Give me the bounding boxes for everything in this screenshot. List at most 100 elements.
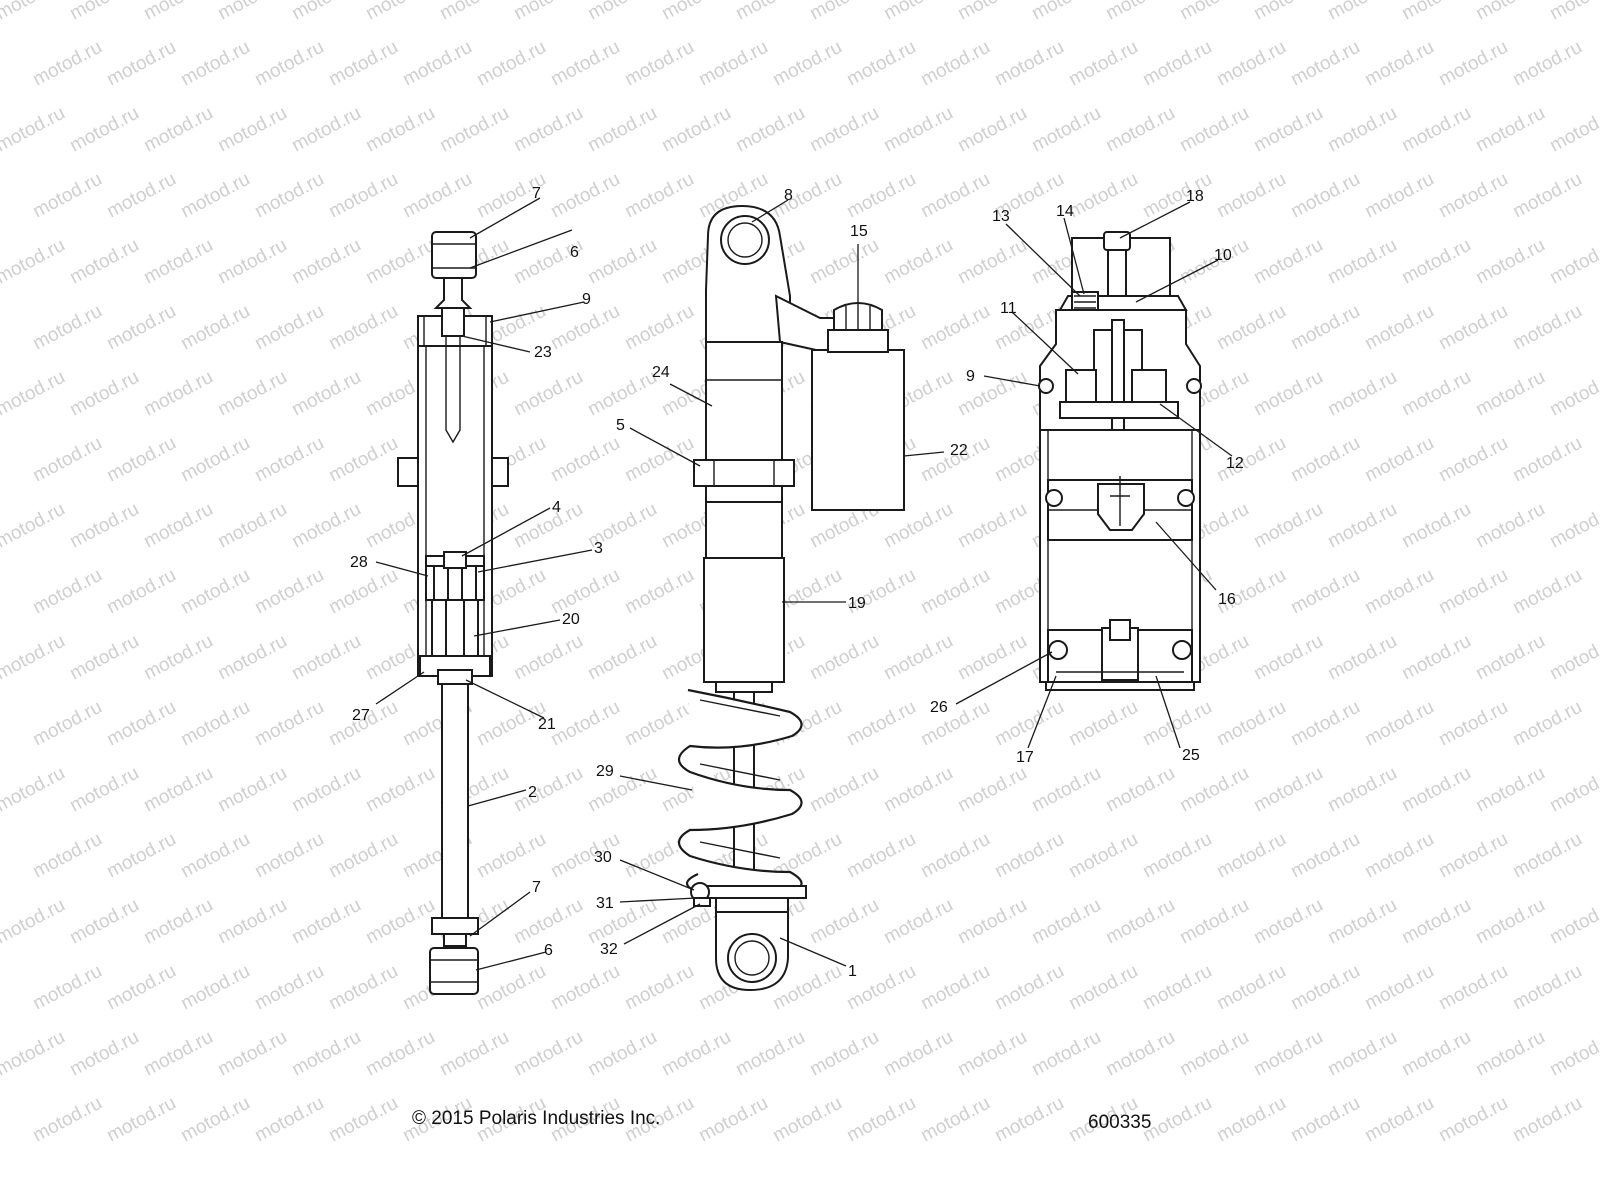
watermark-text: motod.ru bbox=[1472, 235, 1548, 289]
watermark-text: motod.ru bbox=[1250, 499, 1326, 553]
watermark-text: motod.ru bbox=[1546, 631, 1600, 685]
watermark-text: motod.ru bbox=[473, 829, 549, 883]
watermark-text: motod.ru bbox=[621, 433, 697, 487]
watermark-text: motod.ru bbox=[1472, 1027, 1548, 1081]
watermark-text: motod.ru bbox=[880, 235, 956, 289]
callout-27: 27 bbox=[352, 707, 370, 724]
watermark-text: motod.ru bbox=[288, 0, 364, 24]
callout-10: 10 bbox=[1214, 247, 1232, 264]
watermark-text: motod.ru bbox=[547, 565, 623, 619]
watermark-text: motod.ru bbox=[1509, 433, 1585, 487]
watermark-text: motod.ru bbox=[1435, 169, 1511, 223]
watermark-text: motod.ru bbox=[140, 499, 216, 553]
watermark-text: motod.ru bbox=[251, 961, 327, 1015]
watermark-text: motod.ru bbox=[177, 301, 253, 355]
watermark-text: motod.ru bbox=[1546, 763, 1600, 817]
watermark-text: motod.ru bbox=[843, 1093, 919, 1147]
watermark-text: motod.ru bbox=[991, 1093, 1067, 1147]
callout-29: 29 bbox=[596, 763, 614, 780]
callout-4: 4 bbox=[552, 499, 561, 516]
callout-11: 11 bbox=[1000, 300, 1017, 317]
watermark-text: motod.ru bbox=[510, 499, 586, 553]
watermark-text: motod.ru bbox=[66, 499, 142, 553]
watermark-text: motod.ru bbox=[1509, 169, 1585, 223]
watermark-text: motod.ru bbox=[547, 301, 623, 355]
callout-25: 25 bbox=[1182, 747, 1200, 764]
watermark-text: motod.ru bbox=[1176, 1027, 1252, 1081]
watermark-text: motod.ru bbox=[917, 565, 993, 619]
watermark-text: motod.ru bbox=[1361, 829, 1437, 883]
callout-19: 19 bbox=[848, 595, 866, 612]
watermark-text: motod.ru bbox=[288, 367, 364, 421]
watermark-text: motod.ru bbox=[325, 565, 401, 619]
watermark-text: motod.ru bbox=[806, 895, 882, 949]
watermark-text: motod.ru bbox=[251, 433, 327, 487]
watermark-text: motod.ru bbox=[991, 37, 1067, 91]
watermark-text: motod.ru bbox=[1472, 763, 1548, 817]
watermark-text: motod.ru bbox=[1509, 829, 1585, 883]
watermark-text: motod.ru bbox=[1287, 1093, 1363, 1147]
watermark-text: motod.ru bbox=[66, 1027, 142, 1081]
watermark-text: motod.ru bbox=[251, 301, 327, 355]
watermark-text: motod.ru bbox=[1102, 0, 1178, 24]
watermark-text: motod.ru bbox=[1287, 37, 1363, 91]
watermark-text: motod.ru bbox=[510, 0, 586, 24]
watermark-text: motod.ru bbox=[288, 763, 364, 817]
callout-31: 31 bbox=[596, 895, 614, 912]
watermark-text: motod.ru bbox=[917, 169, 993, 223]
watermark-text: motod.ru bbox=[177, 37, 253, 91]
watermark-text: motod.ru bbox=[917, 37, 993, 91]
watermark-text: motod.ru bbox=[510, 631, 586, 685]
callout-3: 3 bbox=[594, 540, 603, 557]
watermark-text: motod.ru bbox=[584, 103, 660, 157]
watermark-text: motod.ru bbox=[325, 1093, 401, 1147]
callout-17: 17 bbox=[1016, 749, 1034, 766]
watermark-text: motod.ru bbox=[769, 1093, 845, 1147]
watermark-text: motod.ru bbox=[140, 631, 216, 685]
watermark-text: motod.ru bbox=[288, 631, 364, 685]
watermark-text: motod.ru bbox=[880, 103, 956, 157]
callout-28: 28 bbox=[350, 554, 368, 571]
watermark-text: motod.ru bbox=[0, 367, 69, 421]
watermark-text: motod.ru bbox=[177, 169, 253, 223]
watermark-text: motod.ru bbox=[1065, 829, 1141, 883]
watermark-text: motod.ru bbox=[140, 0, 216, 24]
watermark-text: motod.ru bbox=[1398, 235, 1474, 289]
watermark-text: motod.ru bbox=[1509, 961, 1585, 1015]
watermark-text: motod.ru bbox=[1028, 763, 1104, 817]
watermark-text: motod.ru bbox=[1324, 0, 1400, 24]
watermark-text: motod.ru bbox=[621, 301, 697, 355]
watermark-text: motod.ru bbox=[1250, 763, 1326, 817]
watermark-text: motod.ru bbox=[917, 1093, 993, 1147]
watermark-text: motod.ru bbox=[880, 1027, 956, 1081]
watermark-text: motod.ru bbox=[621, 169, 697, 223]
watermark-text: motod.ru bbox=[1546, 499, 1600, 553]
watermark-text: motod.ru bbox=[1287, 433, 1363, 487]
watermark-text: motod.ru bbox=[1028, 103, 1104, 157]
watermark-text: motod.ru bbox=[806, 1027, 882, 1081]
watermark-text: motod.ru bbox=[103, 697, 179, 751]
watermark-text: motod.ru bbox=[1472, 0, 1548, 24]
watermark-text: motod.ru bbox=[0, 0, 69, 24]
watermark-text: motod.ru bbox=[954, 499, 1030, 553]
watermark-text: motod.ru bbox=[1361, 961, 1437, 1015]
watermark-text: motod.ru bbox=[806, 631, 882, 685]
watermark-text: motod.ru bbox=[1546, 1027, 1600, 1081]
watermark-text: motod.ru bbox=[1398, 631, 1474, 685]
watermark-text: motod.ru bbox=[584, 235, 660, 289]
watermark-text: motod.ru bbox=[103, 961, 179, 1015]
watermark-text: motod.ru bbox=[584, 631, 660, 685]
watermark-text: motod.ru bbox=[1065, 37, 1141, 91]
watermark-text: motod.ru bbox=[214, 0, 290, 24]
watermark-text: motod.ru bbox=[103, 565, 179, 619]
watermark-text: motod.ru bbox=[917, 433, 993, 487]
watermark-text: motod.ru bbox=[1472, 499, 1548, 553]
watermark-text: motod.ru bbox=[510, 235, 586, 289]
watermark-text: motod.ru bbox=[843, 829, 919, 883]
watermark-text: motod.ru bbox=[880, 895, 956, 949]
watermark-text: motod.ru bbox=[917, 961, 993, 1015]
callout-21: 21 bbox=[538, 716, 556, 733]
watermark-text: motod.ru bbox=[140, 103, 216, 157]
watermark-text: motod.ru bbox=[769, 37, 845, 91]
